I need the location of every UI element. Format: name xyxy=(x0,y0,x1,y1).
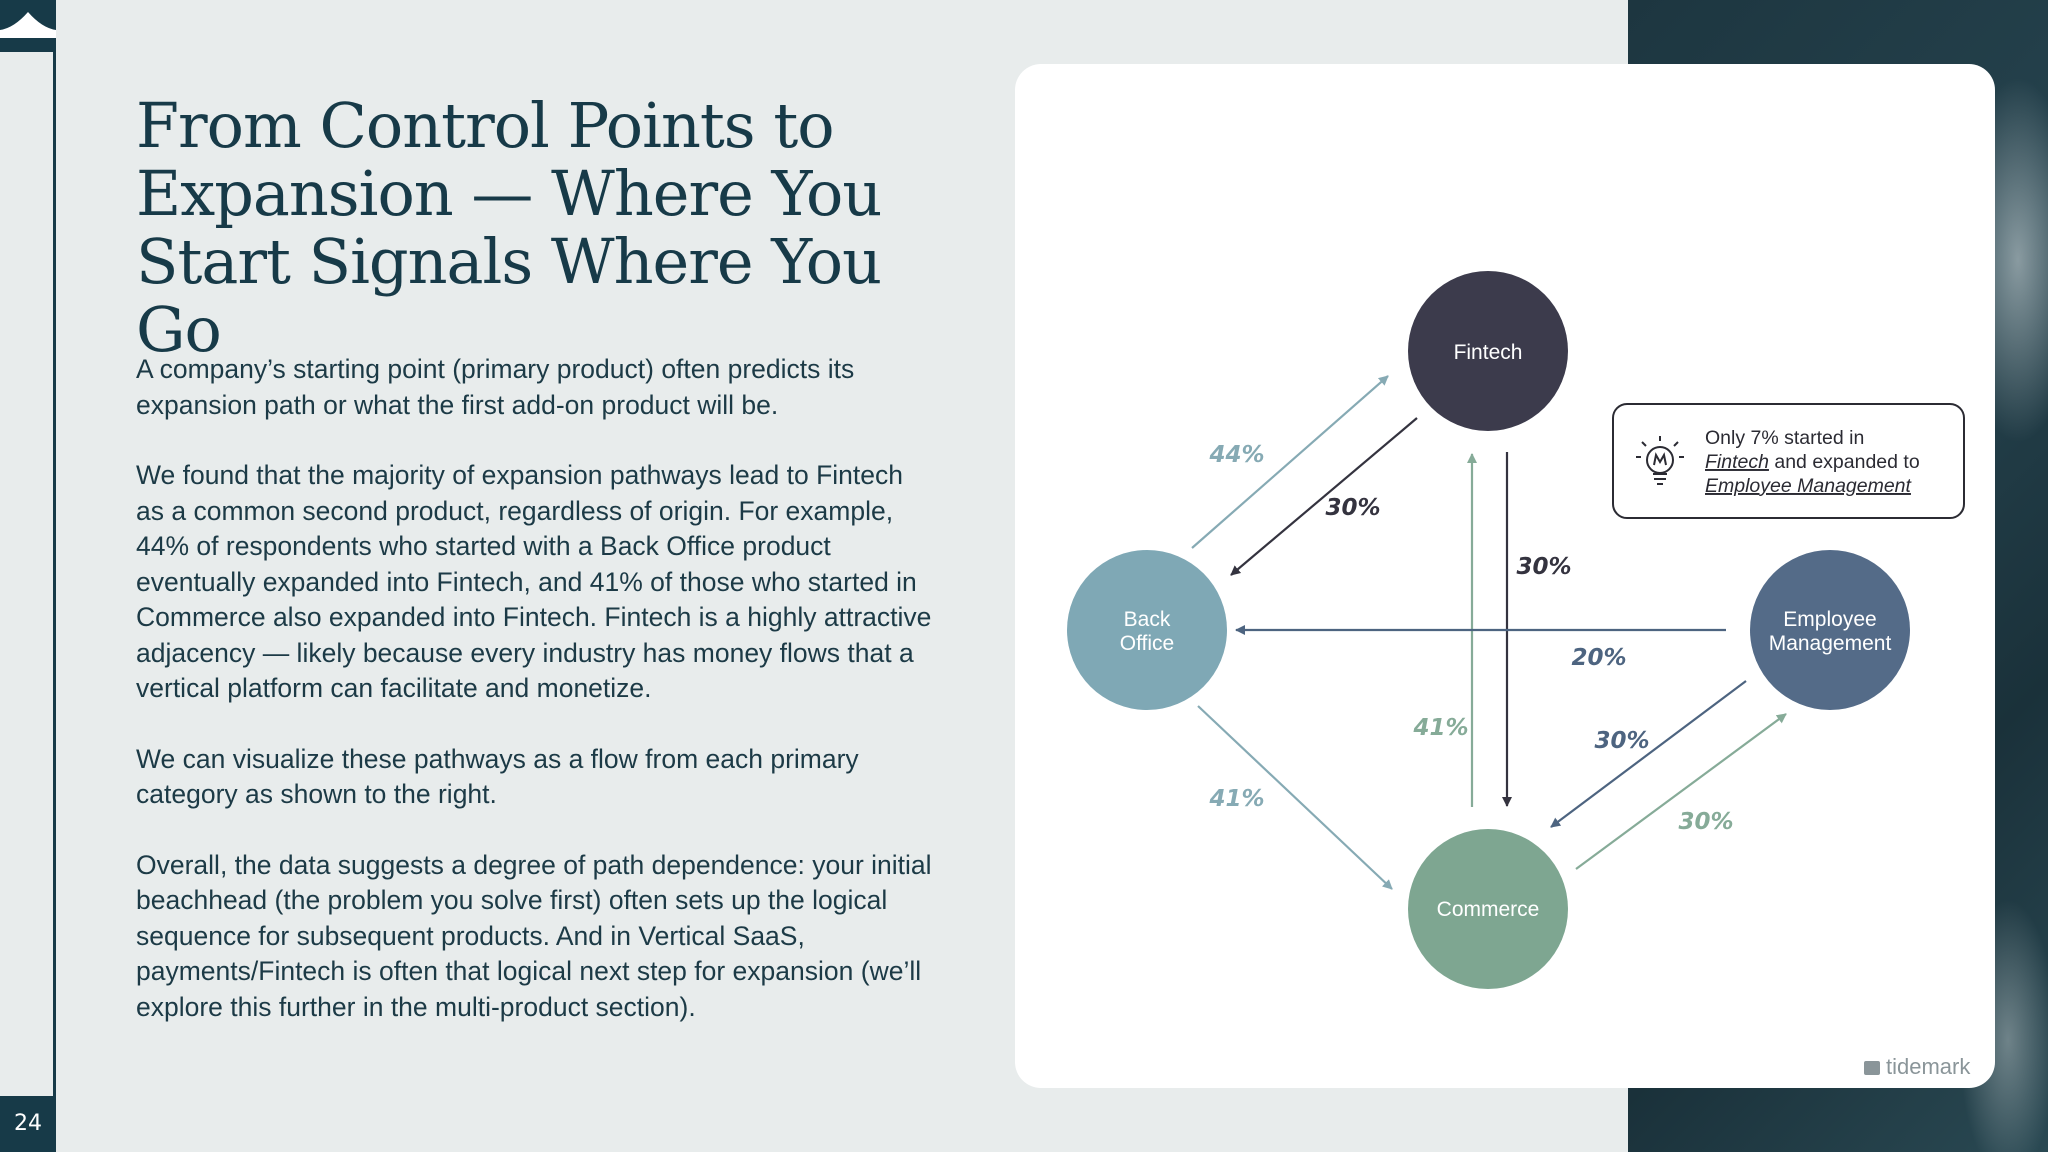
edge-back-office-to-fintech xyxy=(1191,375,1389,549)
callout-text-line1: Only 7% started in xyxy=(1705,427,1864,449)
lightbulb-icon xyxy=(1636,436,1684,485)
edge-employee-management-to-commerce xyxy=(1550,680,1747,828)
node-back-office-label-line2: Office xyxy=(1120,632,1174,655)
callout-fintech-link: Fintech xyxy=(1705,451,1769,473)
callout-border xyxy=(1612,403,1965,519)
brand-name: tidemark xyxy=(1886,1054,1971,1079)
node-commerce-circle xyxy=(1408,829,1568,989)
node-commerce: Commerce xyxy=(1408,829,1568,989)
callout-text-line3: Employee Management xyxy=(1705,475,1913,497)
callout-box: Only 7% started in Fintech and expanded … xyxy=(1612,403,1965,519)
edge-label-commerce-to-fintech: 41% xyxy=(1412,715,1468,741)
node-employee-management-label-line1: Employee xyxy=(1783,608,1876,631)
edge-label-fintech-to-commerce: 30% xyxy=(1516,554,1571,580)
callout-middle-text: and expanded to xyxy=(1769,451,1920,473)
edge-label-employee-management-to-back-office: 20% xyxy=(1571,645,1626,671)
edge-back-office-to-commerce xyxy=(1197,705,1393,890)
node-fintech-circle xyxy=(1408,271,1568,431)
edge-label-back-office-to-fintech: 44% xyxy=(1208,442,1264,468)
node-fintech-label: Fintech xyxy=(1454,341,1523,364)
body-text: A company’s starting point (primary prod… xyxy=(136,352,936,1060)
node-fintech: Fintech xyxy=(1408,271,1568,431)
page-number: 24 xyxy=(0,1096,56,1152)
paragraph-3: We can visualize these pathways as a flo… xyxy=(136,743,859,810)
node-commerce-label: Commerce xyxy=(1437,898,1540,921)
paragraph-4: Overall, the data suggests a degree of p… xyxy=(136,849,932,1022)
paragraph-2: We found that the majority of expansion … xyxy=(136,460,932,703)
edge-commerce-to-employee-management xyxy=(1575,713,1787,870)
edge-fintech-to-back-office xyxy=(1230,417,1418,576)
node-employee-management: Employee Management xyxy=(1750,550,1910,710)
brand-icon xyxy=(1864,1061,1880,1075)
node-back-office-label-line1: Back xyxy=(1124,608,1171,631)
left-rail xyxy=(0,0,56,1152)
node-employee-management-label-line2: Management xyxy=(1769,632,1892,655)
node-employee-management-circle xyxy=(1750,550,1910,710)
brand-logo: tidemark xyxy=(1864,1054,1970,1080)
edge-label-commerce-to-employee-management: 30% xyxy=(1678,809,1733,835)
edge-label-back-office-to-commerce: 41% xyxy=(1208,786,1264,812)
node-back-office-circle xyxy=(1067,550,1227,710)
edge-label-fintech-to-back-office: 30% xyxy=(1325,495,1380,521)
edge-label-employee-management-to-commerce: 30% xyxy=(1594,728,1649,754)
page-title: From Control Points to Expansion — Where… xyxy=(136,89,882,366)
node-back-office: Back Office xyxy=(1067,550,1227,710)
paragraph-1: A company’s starting point (primary prod… xyxy=(136,354,855,420)
tidemark-logo-icon xyxy=(0,0,56,52)
callout-text-line2: Fintech and expanded to xyxy=(1705,451,1920,473)
